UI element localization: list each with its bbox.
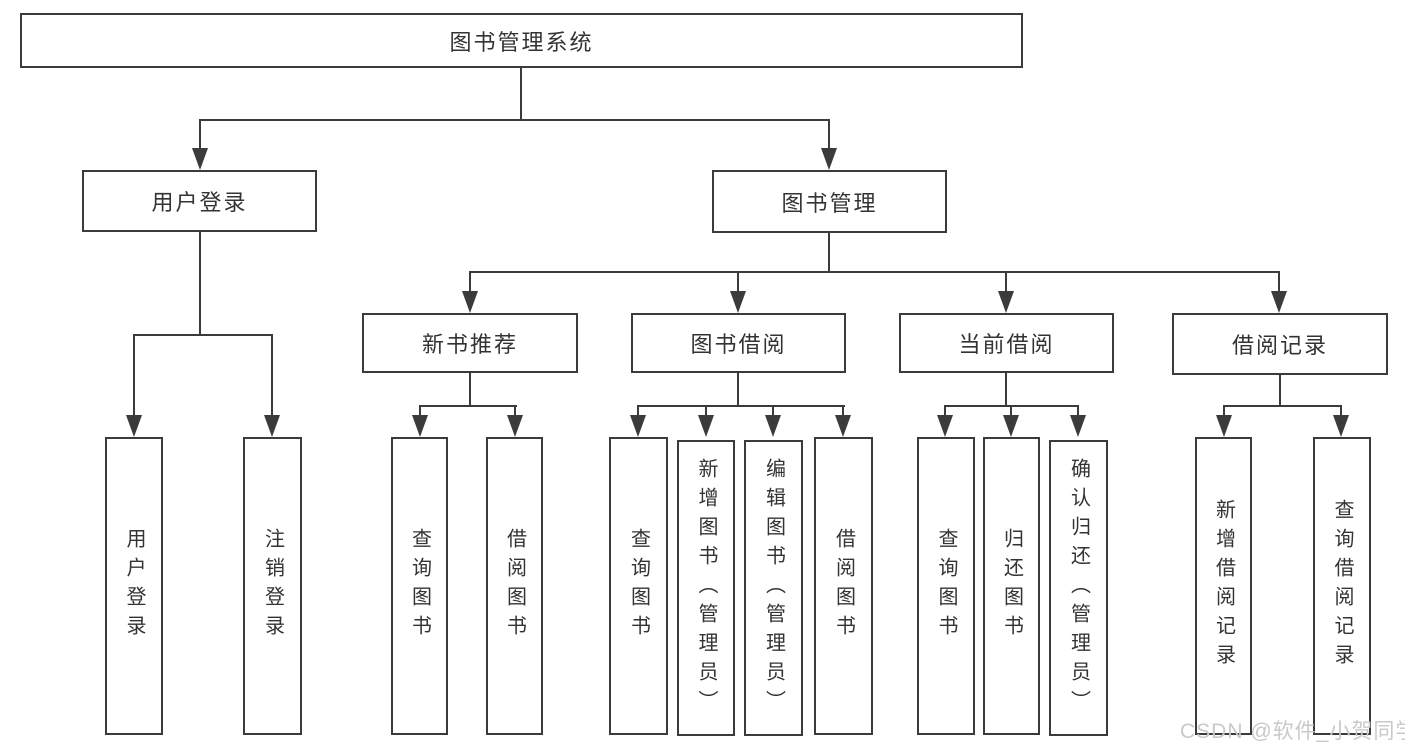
connector-line: [469, 271, 1279, 273]
connector-line: [828, 233, 830, 273]
connector-line: [419, 405, 517, 407]
arrowhead-icon: [821, 148, 837, 170]
connector-line: [1010, 405, 1012, 419]
csdn-watermark: CSDN @软件_小贺同学: [1180, 720, 1405, 743]
connector-line: [199, 119, 830, 121]
node-label: 图书管理: [781, 190, 878, 216]
leaf-label: 借阅图书: [503, 528, 526, 644]
connector-line: [419, 405, 421, 419]
connector-line: [199, 119, 201, 153]
leaf-query-books-recommend: 查询图书: [391, 437, 448, 735]
node-current-borrow: 当前借阅: [899, 313, 1114, 373]
connector-line: [469, 373, 471, 407]
node-label: 用户登录: [151, 190, 248, 215]
connector-line: [469, 271, 471, 295]
arrowhead-icon: [1070, 415, 1086, 437]
connector-line: [737, 271, 739, 295]
connector-line: [199, 232, 201, 336]
leaf-label: 查询借阅记录: [1331, 499, 1353, 673]
leaf-return-book: 归还图书: [983, 437, 1040, 735]
leaf-query-borrow-record: 查询借阅记录: [1313, 437, 1371, 735]
arrowhead-icon: [462, 291, 478, 313]
leaf-label: 查询图书: [627, 528, 650, 644]
arrowhead-icon: [507, 415, 523, 437]
connector-line: [1223, 405, 1342, 407]
connector-line: [1005, 373, 1007, 407]
arrowhead-icon: [1271, 291, 1287, 313]
connector-line: [1279, 375, 1281, 407]
leaf-label: 用户登录: [123, 528, 145, 644]
connector-line: [637, 405, 639, 419]
arrowhead-icon: [192, 148, 208, 170]
node-label: 新书推荐: [421, 332, 518, 357]
leaf-add-borrow-record: 新增借阅记录: [1195, 437, 1252, 735]
node-borrow-records: 借阅记录: [1172, 313, 1388, 375]
arrowhead-icon: [1333, 415, 1349, 437]
connector-line: [772, 405, 774, 419]
leaf-label: 确认归还（管理员）: [1067, 457, 1090, 719]
arrowhead-icon: [730, 291, 746, 313]
node-book-management: 图书管理: [712, 170, 947, 233]
connector-line: [1223, 405, 1225, 419]
connector-line: [705, 405, 707, 419]
node-label: 图书借阅: [690, 332, 787, 357]
connector-line: [1340, 405, 1342, 419]
node-library-management-system: 图书管理系统: [20, 13, 1023, 68]
arrowhead-icon: [1216, 415, 1232, 437]
arrowhead-icon: [998, 291, 1014, 313]
arrowhead-icon: [264, 415, 280, 437]
leaf-borrow-books-recommend: 借阅图书: [486, 437, 543, 735]
connector-line: [842, 405, 844, 419]
arrowhead-icon: [937, 415, 953, 437]
leaf-label: 查询图书: [408, 528, 431, 644]
leaf-edit-book-admin: 编辑图书（管理员）: [744, 440, 803, 736]
leaf-user-login: 用户登录: [105, 437, 163, 735]
leaf-borrow-books: 借阅图书: [814, 437, 873, 735]
arrowhead-icon: [126, 415, 142, 437]
leaf-query-books-current: 查询图书: [917, 437, 975, 735]
leaf-label: 查询图书: [935, 528, 957, 644]
leaf-query-books-borrow: 查询图书: [609, 437, 668, 735]
connector-line: [520, 68, 522, 121]
leaf-confirm-return-admin: 确认归还（管理员）: [1049, 440, 1108, 736]
connector-line: [1005, 271, 1007, 295]
arrowhead-icon: [1003, 415, 1019, 437]
node-book-borrow: 图书借阅: [631, 313, 846, 373]
connector-line: [271, 334, 273, 419]
leaf-label: 编辑图书（管理员）: [762, 457, 785, 719]
connector-line: [737, 373, 739, 407]
arrowhead-icon: [698, 415, 714, 437]
connector-line: [637, 405, 845, 407]
connector-line: [828, 119, 830, 153]
connector-line: [944, 405, 946, 419]
connector-line: [133, 334, 273, 336]
leaf-label: 新增图书（管理员）: [695, 457, 717, 719]
leaf-label: 借阅图书: [832, 528, 855, 644]
arrowhead-icon: [835, 415, 851, 437]
node-label: 图书管理系统: [449, 29, 594, 55]
node-new-book-recommend: 新书推荐: [362, 313, 578, 373]
node-label: 当前借阅: [958, 332, 1055, 357]
leaf-label: 注销登录: [261, 528, 284, 644]
connector-line: [1278, 271, 1280, 295]
arrowhead-icon: [412, 415, 428, 437]
leaf-label: 新增借阅记录: [1212, 499, 1235, 673]
connector-line: [514, 405, 516, 419]
leaf-label: 归还图书: [1000, 528, 1023, 644]
connector-line: [133, 334, 135, 419]
arrowhead-icon: [765, 415, 781, 437]
node-user-login: 用户登录: [82, 170, 317, 232]
node-label: 借阅记录: [1231, 333, 1328, 358]
leaf-logout: 注销登录: [243, 437, 302, 735]
arrowhead-icon: [630, 415, 646, 437]
connector-line: [1077, 405, 1079, 419]
leaf-add-book-admin: 新增图书（管理员）: [677, 440, 735, 736]
